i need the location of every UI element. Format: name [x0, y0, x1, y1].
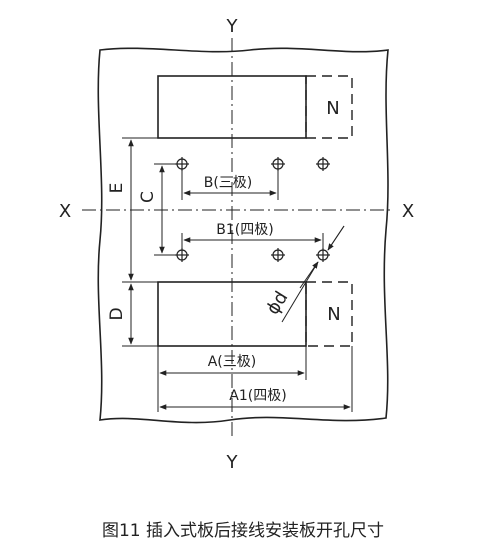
hole-icon	[175, 248, 189, 262]
axis-y-bottom-label: Y	[226, 452, 239, 473]
dim-phi-d-label: ϕd	[262, 288, 292, 319]
dim-D-label: D	[107, 307, 127, 320]
bottom-n-pole-cutout	[305, 281, 353, 347]
hole-icon	[175, 157, 189, 171]
dim-A-label: A(三极)	[208, 354, 257, 370]
top-n-label: N	[326, 98, 339, 119]
dim-A	[157, 346, 307, 412]
axis-x-left-label: X	[59, 201, 71, 222]
hole-icon	[271, 248, 285, 262]
dim-C-label: C	[138, 191, 158, 203]
hole-icon	[316, 157, 330, 171]
axis-x-right-label: X	[402, 201, 414, 222]
dim-B	[181, 171, 279, 200]
dim-A1-label: A1(四极)	[229, 388, 286, 404]
hole-icon	[316, 248, 330, 262]
mounting-holes	[175, 157, 330, 262]
dim-C	[154, 163, 176, 256]
hole-icon	[271, 157, 285, 171]
bottom-n-label: N	[327, 304, 340, 325]
top-n-pole-cutout	[305, 75, 353, 139]
panel-outline	[97, 47, 389, 424]
axis-y-top-label: Y	[226, 16, 239, 37]
mounting-diagram: Y Y X X N N B(三极) B1(四极) E	[59, 16, 414, 473]
dim-D	[122, 281, 158, 347]
bottom-cutout	[157, 281, 307, 347]
dim-phi-d	[281, 225, 345, 323]
dim-A1	[159, 346, 353, 412]
dim-B1-label: B1(四极)	[216, 222, 273, 238]
figure-caption: 图11 插入式板后接线安装板开孔尺寸	[101, 521, 385, 541]
dim-B-label: B(三极)	[204, 175, 253, 191]
dim-E-label: E	[107, 183, 127, 194]
dim-B1	[181, 233, 324, 249]
